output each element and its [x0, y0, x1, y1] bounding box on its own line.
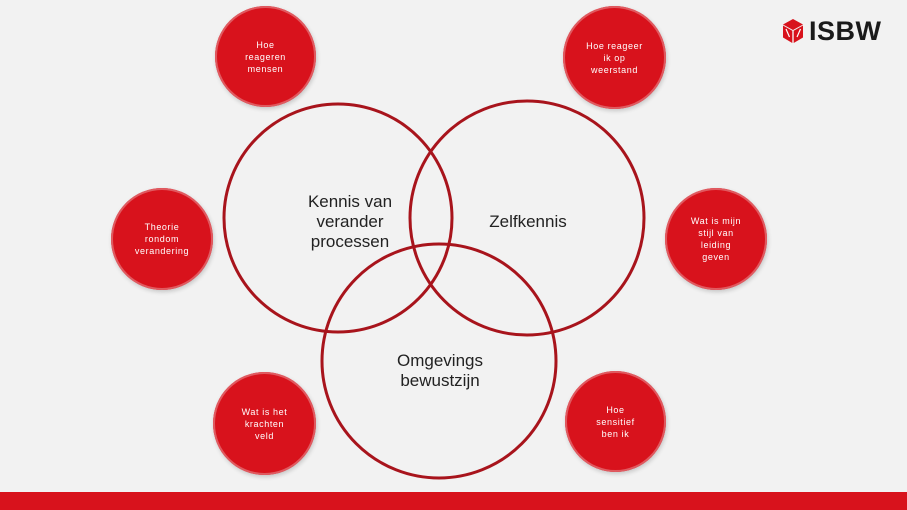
bubble-hoe-reageer-ik: Hoe reageer ik op weerstand [563, 6, 666, 109]
venn-circle-zelfkennis [408, 99, 646, 337]
bubble-label: Hoe sensitief ben ik [596, 404, 635, 439]
bubble-label: Hoe reageer ik op weerstand [586, 40, 643, 75]
bubble-hoe-sensitief: Hoe sensitief ben ik [565, 371, 666, 472]
isbw-cube-logo-icon [783, 19, 803, 43]
bubble-krachtenveld: Wat is het krachten veld [213, 372, 316, 475]
bubble-hoe-reageren-mensen: Hoe reageren mensen [215, 6, 316, 107]
bubble-label: Hoe reageren mensen [245, 39, 286, 74]
logo-text: ISBW [809, 15, 882, 46]
bottom-accent-bar [0, 492, 907, 510]
venn-label-omgevingsbewustzijn: Omgevings bewustzijn [397, 351, 483, 390]
bubble-theorie-verandering: Theorie rondom verandering [111, 188, 213, 290]
bubble-label: Wat is het krachten veld [241, 406, 288, 441]
venn-circle-kennis [222, 102, 454, 334]
venn-circle-omgevingsbewustzijn [320, 242, 558, 480]
bubble-stijl-leiding-geven: Wat is mijn stijl van leiding geven [665, 188, 767, 290]
bubble-label: Wat is mijn stijl van leiding geven [690, 216, 742, 262]
venn-label-kennis: Kennis van verander processen [307, 192, 393, 251]
isbw-logo: ISBW [782, 15, 882, 46]
venn-label-zelfkennis: Zelfkennis [489, 212, 567, 231]
bubble-label: Theorie rondom verandering [134, 222, 190, 256]
